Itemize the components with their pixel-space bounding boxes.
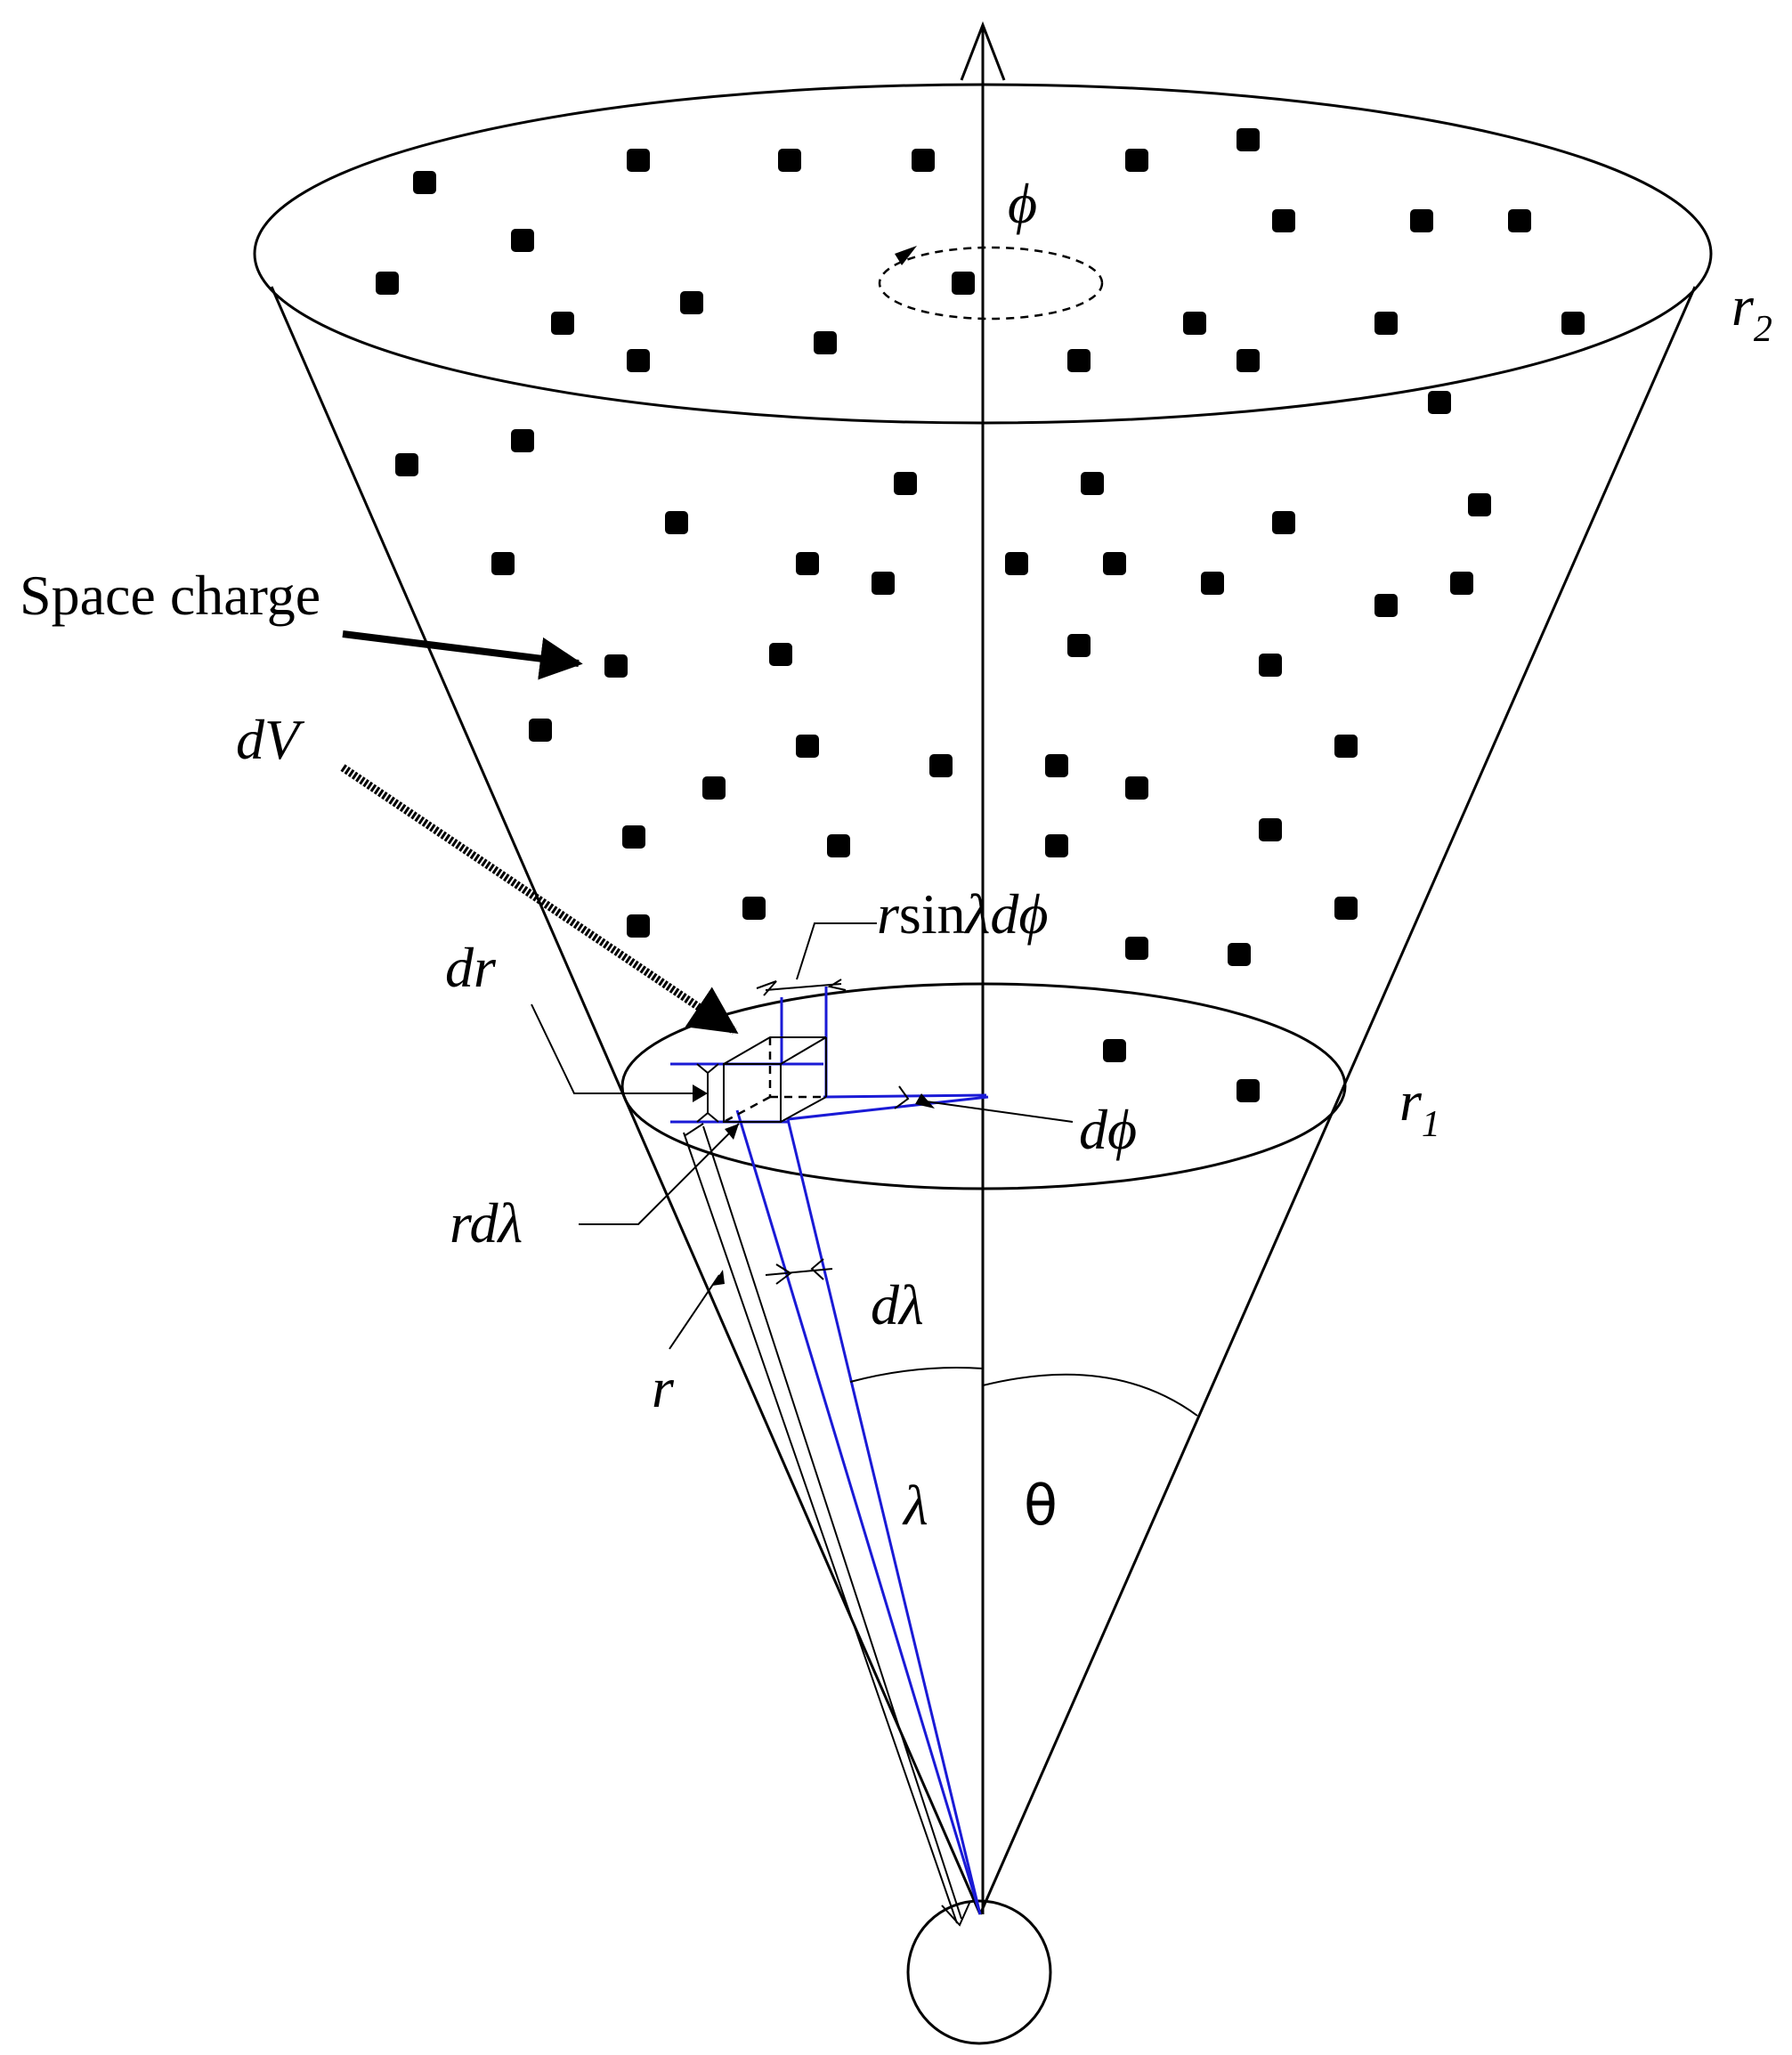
space-charge-dot	[1450, 572, 1473, 595]
space-charge-dot	[1237, 128, 1260, 151]
space-charge-dot	[1125, 937, 1148, 960]
space-charge-dot	[1045, 834, 1068, 857]
leader-lines	[340, 630, 1074, 1350]
space-charge-dot	[912, 149, 935, 172]
space-charge-dot	[778, 149, 801, 172]
space-charge-dot	[1259, 654, 1282, 677]
label-dr: dr	[445, 936, 497, 999]
label-r: r	[652, 1356, 675, 1419]
label-theta: θ	[1024, 1473, 1058, 1538]
space-charge-dot	[1272, 209, 1295, 232]
space-charge-dot	[604, 654, 628, 678]
space-charge-dot	[395, 453, 418, 476]
space-charge-dot	[1237, 1079, 1260, 1102]
space-charge-dot	[665, 511, 688, 534]
labels: Space charge dV dr rsinλdϕ dϕ rdλ dλ r λ…	[20, 172, 1772, 1538]
label-dphi: dϕ	[1079, 1098, 1137, 1161]
space-charge-dot	[1201, 572, 1224, 595]
space-charge-dot	[1103, 1039, 1126, 1062]
space-charge-dot	[894, 472, 917, 495]
label-dV: dV	[236, 708, 305, 771]
label-dlambda: dλ	[871, 1273, 924, 1336]
blue-construction-lines	[670, 987, 989, 1915]
space-charge-dots	[376, 128, 1585, 1102]
space-charge-dot	[551, 312, 574, 335]
space-charge-dot	[1334, 897, 1358, 920]
label-rdlambda: rdλ	[450, 1191, 523, 1255]
space-charge-dot	[1228, 943, 1251, 966]
space-charge-dot	[1374, 312, 1398, 335]
space-charge-dot	[413, 171, 436, 194]
label-space-charge: Space charge	[20, 564, 320, 627]
space-charge-dot	[627, 914, 650, 938]
space-charge-dot	[796, 735, 819, 758]
label-r-sin-lambda-dphi: rsinλdϕ	[877, 882, 1048, 946]
space-charge-dot	[511, 429, 534, 452]
space-charge-dot	[376, 272, 399, 295]
space-charge-dot	[929, 754, 953, 777]
space-charge-dot	[702, 776, 726, 800]
space-charge-dot	[491, 552, 515, 575]
space-charge-dot	[742, 897, 766, 920]
space-charge-dot	[1005, 552, 1028, 575]
space-charge-dot	[1508, 209, 1531, 232]
space-charge-dot	[1259, 818, 1282, 841]
volume-element-dV	[723, 1036, 827, 1124]
label-r1: r1	[1399, 1069, 1440, 1145]
space-charge-dot	[1067, 634, 1091, 657]
space-charge-dot	[827, 834, 850, 857]
space-charge-dot	[1103, 552, 1126, 575]
space-charge-dot	[1374, 594, 1398, 617]
source-sphere	[906, 1899, 1052, 2045]
dV-arrow	[340, 764, 739, 1035]
space-charge-dot	[680, 291, 703, 314]
space-charge-dot	[1410, 209, 1433, 232]
space-charge-dot	[529, 719, 552, 742]
space-charge-dot	[1237, 349, 1260, 372]
phi-rotation	[878, 246, 1104, 321]
vertical-axis	[960, 20, 1006, 1914]
space-charge-dot	[796, 552, 819, 575]
cone-right-edge	[978, 286, 1697, 1915]
space-charge-dot	[1468, 493, 1491, 516]
space-charge-dot	[1067, 349, 1091, 372]
label-phi: ϕ	[1008, 172, 1037, 235]
radial-lines	[683, 1123, 971, 1927]
space-charge-dot	[627, 349, 650, 372]
space-charge-dot	[769, 643, 792, 666]
angle-arcs	[849, 1367, 1198, 1417]
space-charge-dot	[872, 572, 895, 595]
space-charge-dot	[1334, 735, 1358, 758]
label-lambda: λ	[902, 1474, 928, 1537]
space-charge-dot	[627, 149, 650, 172]
space-charge-dot	[511, 229, 534, 252]
space-charge-dot	[1125, 776, 1148, 800]
space-charge-dot	[814, 331, 837, 354]
space-charge-dot	[1428, 391, 1451, 414]
space-charge-dot	[1272, 511, 1295, 534]
space-charge-dot	[952, 272, 975, 295]
space-charge-dot	[1045, 754, 1068, 777]
space-charge-dot	[1561, 312, 1585, 335]
space-charge-arrow	[342, 630, 583, 680]
space-charge-dot	[622, 825, 645, 849]
label-r2: r2	[1731, 274, 1772, 350]
space-charge-dot	[1183, 312, 1206, 335]
space-charge-dot	[1081, 472, 1104, 495]
space-charge-dot	[1125, 149, 1148, 172]
